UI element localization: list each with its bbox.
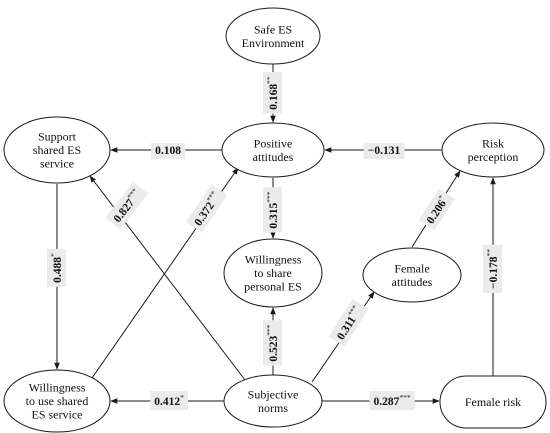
- node-shape: [3, 116, 111, 184]
- arrow-subjective-support: [89, 175, 246, 381]
- coef-label-subjective-femaleatt: 0.311***: [328, 298, 369, 347]
- coef-label-support-willuse: 0.488*: [47, 248, 66, 287]
- coef-label-femaleatt-risk: 0.206*: [418, 188, 455, 231]
- node-shape: [225, 7, 321, 65]
- coef-label-background: [369, 391, 415, 410]
- node-female-risk: Female risk: [439, 375, 547, 429]
- coef-significance: ***: [399, 393, 411, 402]
- node-label-line: Willingness: [245, 253, 302, 267]
- coef-significance: ***: [265, 324, 274, 336]
- node-label-line: shared ES: [33, 143, 81, 157]
- coef-value: 0.488*: [49, 253, 64, 283]
- coef-label-subjective-willshare: 0.523***: [263, 320, 282, 366]
- node-label-line: service: [40, 157, 74, 171]
- node-label-line: personal ES: [244, 280, 302, 294]
- coef-label-willuse-positive: 0.372***: [186, 184, 228, 233]
- coef-label-femalerisk-risk: −0.178**: [483, 244, 502, 293]
- coef-significance: **: [485, 249, 494, 257]
- coef-label-background: [418, 188, 455, 231]
- coef-significance: **: [265, 76, 274, 84]
- coef-label-background: [263, 320, 282, 366]
- node-shape: [223, 238, 323, 308]
- coef-label-background: [151, 143, 186, 159]
- node-label-line: attitudes: [392, 275, 433, 289]
- coef-significance: *: [49, 253, 58, 257]
- coef-significance: *: [436, 193, 446, 201]
- coef-label-background: [47, 248, 66, 287]
- node-label-line: Risk: [482, 136, 504, 150]
- node-shape: [439, 375, 547, 429]
- node-shape: [441, 122, 545, 178]
- coef-label-background: [150, 391, 189, 410]
- node-label-line: norms: [258, 401, 288, 415]
- node-label-line: ES service: [32, 408, 83, 422]
- node-label-line: perception: [468, 150, 519, 164]
- coef-value: 0.412*: [154, 393, 184, 408]
- coef-label-background: [328, 298, 369, 347]
- coef-label-safe-positive: 0.168**: [263, 72, 282, 114]
- node-label-line: to use shared: [26, 394, 89, 408]
- node-label-line: attitudes: [253, 150, 294, 164]
- node-label-line: Willingness: [29, 381, 86, 395]
- node-label-line: Subjective: [248, 387, 299, 401]
- node-label-line: Environment: [242, 36, 305, 50]
- coef-label-background: [105, 181, 149, 230]
- coef-value: −0.131: [368, 145, 401, 157]
- node-label-line: Support: [38, 130, 77, 144]
- coef-significance: *: [180, 393, 184, 402]
- node-shape: [221, 122, 325, 178]
- node-label-line: to share: [254, 266, 292, 280]
- nodes-layer: Safe ESEnvironmentPositiveattitudesSuppo…: [3, 7, 547, 433]
- coef-label-positive-willshare: 0.315***: [263, 187, 282, 233]
- node-label-line: Female risk: [465, 395, 521, 409]
- coef-label-background: [363, 143, 405, 159]
- coef-value: −0.178**: [485, 249, 500, 289]
- coef-label-background: [263, 187, 282, 233]
- coef-label-background: [186, 184, 228, 233]
- coef-label-positive-support: 0.108: [151, 143, 186, 159]
- coef-value: 0.108: [155, 145, 181, 157]
- node-label-line: Positive: [254, 136, 293, 150]
- coef-label-subjective-willuse: 0.412*: [150, 391, 189, 410]
- coef-label-subjective-support: 0.827***: [105, 181, 149, 230]
- coef-label-subjective-femalerisk: 0.287***: [369, 391, 415, 410]
- coef-label-background: [263, 72, 282, 114]
- coef-significance: ***: [265, 191, 274, 203]
- coef-label-risk-positive: −0.131: [363, 143, 405, 159]
- node-shape: [362, 247, 462, 303]
- node-label-line: Safe ES: [254, 22, 292, 36]
- node-shape: [223, 374, 323, 428]
- node-label-line: Female: [394, 261, 429, 275]
- coef-value: 0.168**: [265, 76, 280, 110]
- coef-label-background: [483, 244, 502, 293]
- node-shape: [3, 369, 111, 433]
